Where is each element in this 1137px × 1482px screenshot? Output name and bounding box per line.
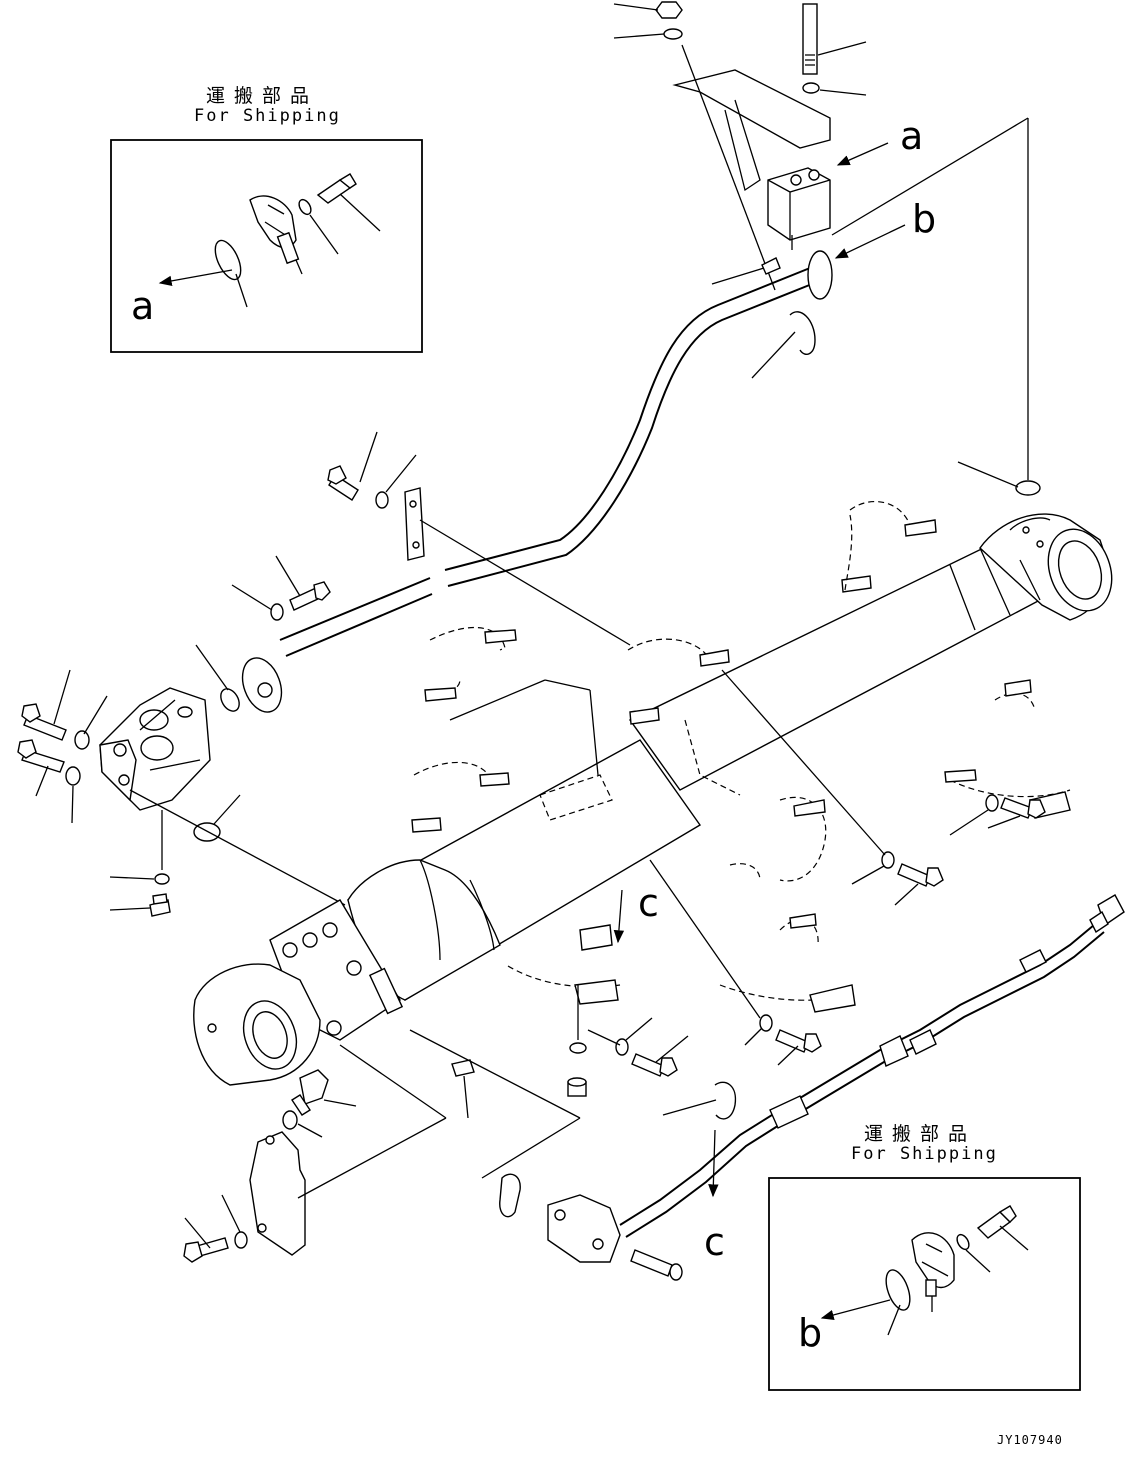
pipe-flange-bolts	[195, 555, 331, 712]
shipping-label-bottom-jp: 運搬部品	[864, 1123, 977, 1145]
clamp-straps	[411, 501, 1071, 1013]
cylinder-upper	[628, 513, 1113, 796]
cylinder-lower	[193, 679, 702, 1086]
top-bracket	[613, 1, 889, 291]
hydraulic-pipe-upper	[241, 224, 906, 713]
split-flange-set-bottom	[820, 1205, 1029, 1336]
ref-label-c-upper: c	[638, 881, 659, 925]
clamp-bracket-middle	[327, 431, 631, 646]
shipping-label-bottom-en: For Shipping	[851, 1144, 998, 1164]
shipping-label-top-jp: 運搬部品	[206, 85, 319, 107]
drawing-code: JY107940	[997, 1433, 1063, 1447]
inset-box-top	[110, 139, 423, 353]
shipping-label-top-en: For Shipping	[194, 106, 341, 126]
valve-manifold	[17, 669, 346, 917]
ref-label-a-main: a	[900, 114, 924, 158]
cylinder-bolts	[567, 669, 1046, 1097]
ref-label-b-main: b	[912, 197, 937, 241]
hydraulic-hose-lower	[547, 894, 1125, 1281]
ref-label-a-inset: a	[131, 284, 155, 328]
split-flange-set-top	[158, 173, 381, 308]
lower-bracket-plate	[183, 1029, 581, 1263]
inset-box-bottom	[768, 1177, 1081, 1391]
ref-label-c-lower: c	[704, 1220, 725, 1264]
ref-label-b-inset: b	[798, 1311, 823, 1355]
